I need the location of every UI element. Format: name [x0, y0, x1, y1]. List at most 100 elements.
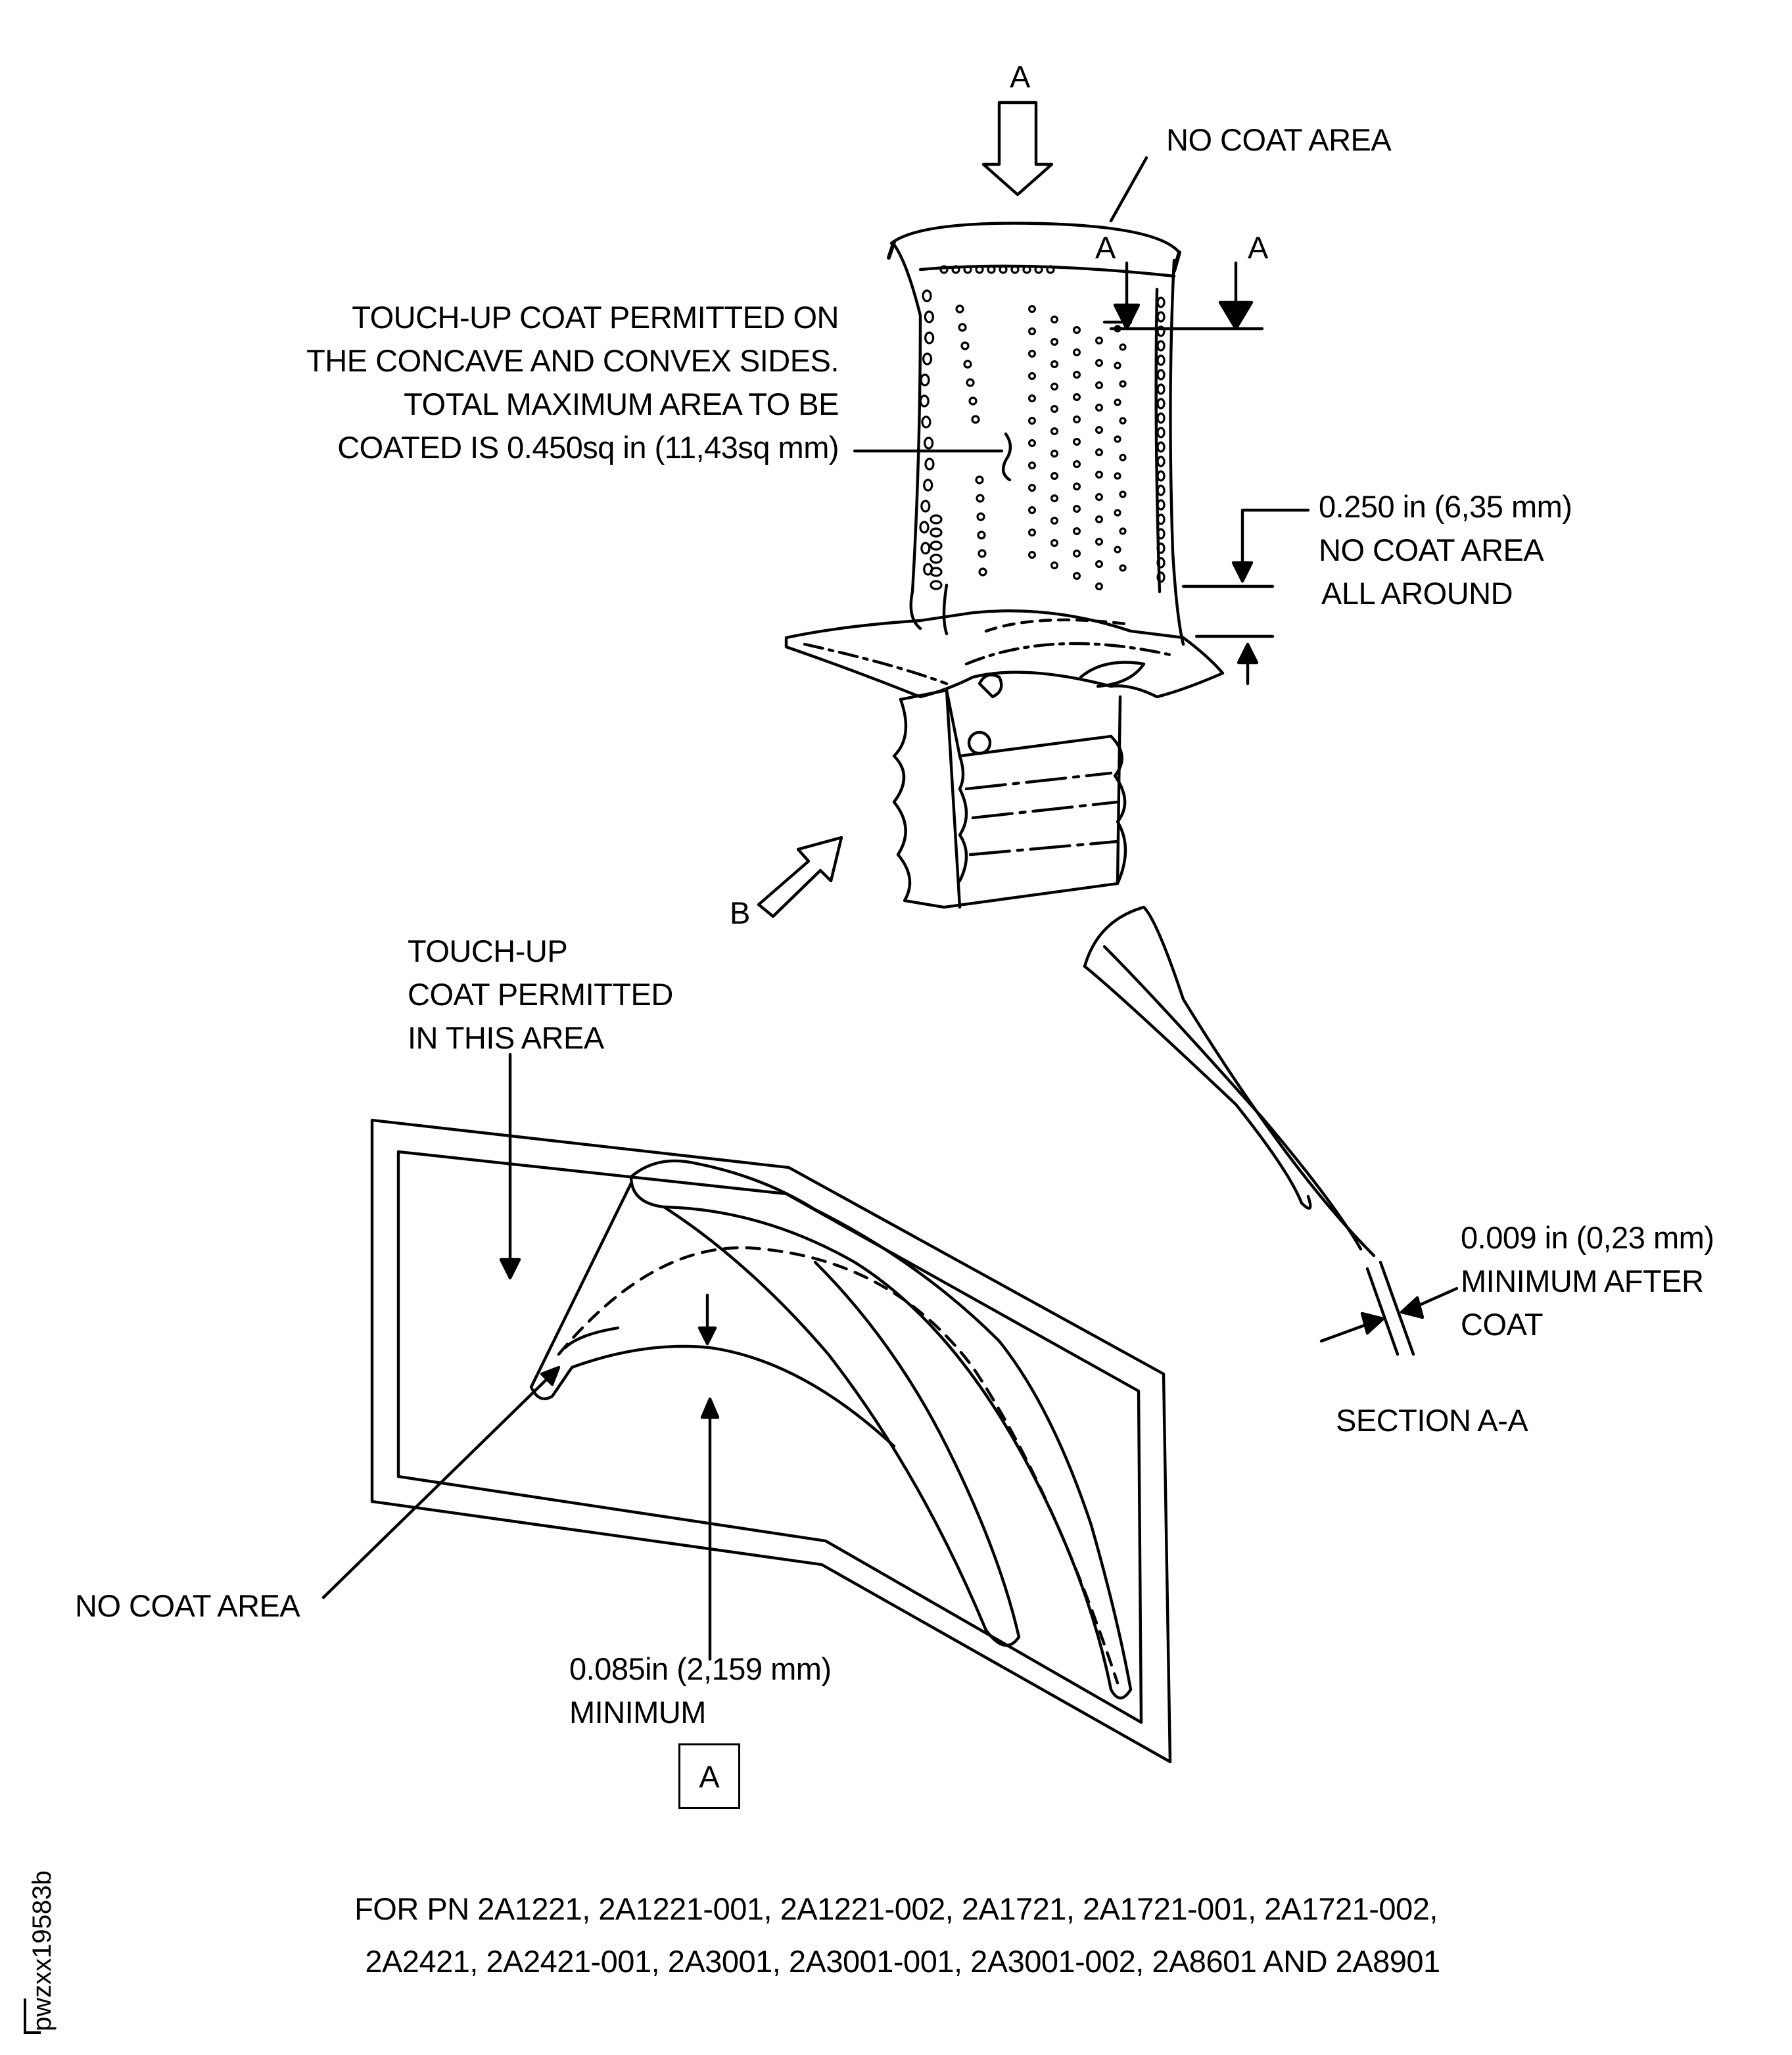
cooling-hole: [920, 542, 931, 555]
cooling-hole: [930, 554, 943, 564]
cooling-hole: [1050, 561, 1058, 569]
thickness-dim-note: 0.009 in (0,23 mm) MINIMUM AFTER COAT: [1461, 1220, 1714, 1342]
cooling-hole: [1072, 482, 1081, 490]
cooling-hole: [1072, 504, 1081, 513]
cooling-hole: [1050, 494, 1058, 502]
cooling-hole: [924, 437, 934, 450]
view-a-label: A: [1010, 59, 1030, 94]
cooling-hole: [975, 265, 984, 274]
cooling-holes: [919, 265, 1166, 590]
cooling-hole: [1027, 506, 1036, 514]
blade-airfoil: [889, 222, 1185, 646]
blade-platform: [784, 609, 1225, 699]
cooling-hole: [1156, 340, 1166, 352]
cooling-hole: [966, 378, 975, 387]
cooling-hole: [955, 304, 964, 314]
cooling-hole: [930, 567, 943, 577]
cooling-hole: [963, 265, 972, 274]
cooling-hole: [1156, 484, 1166, 496]
cooling-hole: [1027, 438, 1036, 447]
cooling-hole: [1156, 456, 1166, 467]
cooling-hole: [1050, 337, 1058, 346]
cooling-hole: [1119, 527, 1127, 535]
cooling-hole: [1156, 571, 1166, 583]
cooling-hole: [963, 360, 972, 369]
cooling-hole: [1027, 416, 1036, 425]
no-coat-tip-label: NO COAT AREA: [1166, 122, 1392, 157]
cooling-hole: [1095, 470, 1103, 479]
cooling-hole: [1156, 557, 1166, 569]
cooling-hole: [920, 500, 931, 513]
cooling-hole: [924, 310, 934, 323]
cooling-hole: [1072, 348, 1081, 356]
cooling-hole: [1156, 412, 1166, 424]
cooling-hole: [968, 396, 978, 406]
cooling-hole: [1156, 528, 1166, 540]
cooling-hole: [1027, 349, 1036, 358]
cooling-hole: [1050, 316, 1058, 324]
cooling-hole: [1072, 437, 1081, 446]
cooling-hole: [1050, 449, 1058, 458]
cooling-hole: [923, 479, 933, 492]
cooling-hole: [924, 458, 935, 471]
cooling-hole: [1156, 311, 1166, 323]
cooling-hole: [1119, 380, 1127, 388]
cooling-hole: [1114, 472, 1121, 480]
cooling-hole: [1119, 490, 1127, 498]
cooling-hole: [1156, 325, 1166, 337]
cooling-hole: [1027, 371, 1036, 380]
cooling-hole: [939, 265, 949, 274]
cooling-hole: [919, 521, 930, 534]
cooling-hole: [977, 531, 986, 540]
cooling-hole: [1095, 559, 1103, 568]
cooling-hole: [922, 352, 933, 366]
cooling-hole: [1072, 460, 1081, 468]
cooling-hole: [1050, 382, 1058, 390]
cooling-hole: [1156, 296, 1166, 308]
cooling-hole: [1156, 513, 1166, 525]
cooling-hole: [1156, 427, 1166, 438]
part-number-footer: FOR PN 2A1221, 2A1221-001, 2A1221-002, 2…: [354, 1891, 1440, 1979]
view-b-label: B: [730, 895, 750, 930]
section-a-left-label: A: [1095, 230, 1116, 265]
section-title: SECTION A-A: [1336, 1403, 1528, 1438]
touchup-sides-note: TOUCH-UP COAT PERMITTED ON THE CONCAVE A…: [306, 300, 839, 465]
cooling-hole: [951, 265, 960, 274]
cooling-hole: [930, 514, 943, 525]
cooling-hole: [1119, 343, 1127, 351]
cooling-hole: [921, 415, 931, 429]
detail-callout-box: A: [678, 1743, 740, 1809]
cooling-hole: [930, 527, 943, 538]
cooling-hole: [1095, 537, 1103, 546]
cooling-hole: [924, 331, 935, 344]
section-a-a: [1083, 905, 1459, 1356]
cooling-hole: [1156, 470, 1166, 482]
cooling-hole: [1095, 358, 1103, 367]
section-a-right-label: A: [1248, 230, 1268, 265]
blade-root: [892, 688, 1127, 909]
cooling-hole: [976, 494, 985, 503]
cooling-hole: [1095, 381, 1103, 389]
cooling-hole: [1156, 398, 1166, 410]
cooling-hole: [976, 512, 985, 521]
cooling-hole: [1156, 499, 1166, 511]
cooling-hole: [930, 540, 943, 551]
cooling-hole: [1072, 527, 1081, 535]
cooling-hole: [1050, 516, 1058, 525]
cooling-hole: [1114, 435, 1121, 443]
cooling-hole: [1050, 427, 1058, 435]
view-a-arrow-icon: [981, 101, 1054, 197]
cooling-hole: [1072, 549, 1081, 557]
cooling-hole: [1156, 383, 1166, 395]
cooling-hole: [1050, 538, 1058, 547]
cooling-hole: [978, 567, 987, 577]
cooling-hole: [1027, 305, 1036, 314]
touchup-area-note: TOUCH-UP COAT PERMITTED IN THIS AREA: [408, 933, 673, 1055]
cooling-hole: [1027, 461, 1036, 469]
cooling-hole: [1027, 327, 1036, 336]
cooling-hole: [1050, 471, 1058, 480]
cooling-hole: [1095, 582, 1103, 590]
cooling-hole: [971, 415, 980, 424]
cooling-hole: [999, 265, 1008, 274]
cooling-hole: [1114, 546, 1121, 554]
